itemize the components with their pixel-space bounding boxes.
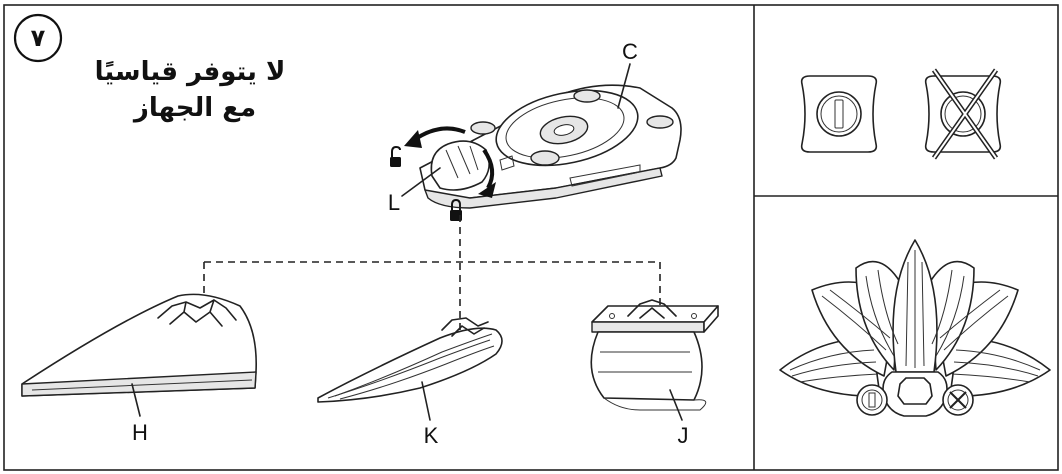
step-number: ٧ — [31, 24, 46, 52]
note-line-2: مع الجهاز — [132, 93, 256, 123]
note-line-1: لا يتوفر قياسيًا — [95, 57, 286, 87]
correct-mount-icon — [800, 75, 878, 153]
diagram-border — [3, 4, 1059, 471]
pad-triangle — [21, 293, 257, 397]
label-pad-triangle: H — [132, 420, 148, 445]
label-pad-narrow: K — [424, 423, 439, 448]
step-badge: ٧ — [13, 13, 63, 63]
base-plate — [404, 84, 682, 209]
pad-assembly-illustration — [779, 239, 1051, 417]
attachment-connectors — [203, 203, 661, 332]
unlock-icon — [390, 145, 401, 167]
label-pad-cylinder: J — [678, 423, 689, 448]
wrong-mount-icon — [924, 68, 1002, 160]
pad-narrow — [317, 317, 503, 403]
pad-cylinder — [590, 299, 719, 411]
label-base: C — [622, 39, 638, 64]
label-lever: L — [388, 190, 400, 215]
